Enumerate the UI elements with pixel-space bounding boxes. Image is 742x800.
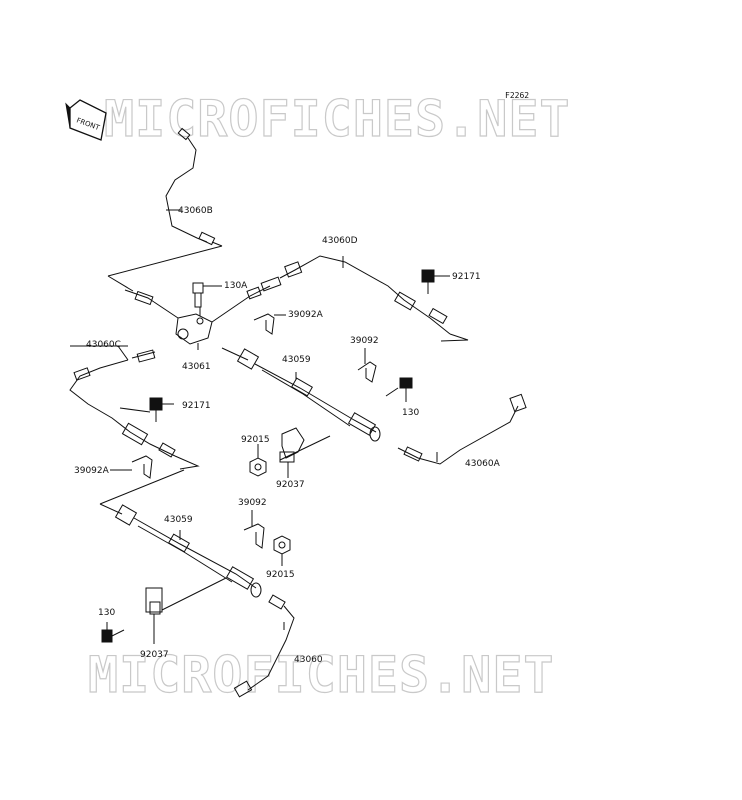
joint-43061: [124, 282, 222, 350]
front-arrow-icon: FRONT: [65, 99, 107, 141]
callout-39092-bottom: 39092: [238, 498, 267, 508]
clip-39092A-top: [253, 313, 286, 335]
clamp-92037-top: [279, 427, 305, 478]
callout-92015-bottom: 92015: [266, 570, 295, 580]
callout-92037-bottom: 92037: [140, 650, 169, 660]
bolt-130-right: [385, 377, 413, 402]
callout-92015-top: 92015: [241, 435, 270, 445]
callout-43059-bottom: 43059: [164, 515, 193, 525]
callout-39092A-top: 39092A: [288, 310, 323, 320]
clip-39092-top: [357, 348, 377, 383]
callout-43060D: 43060D: [322, 236, 358, 246]
callout-43060B: 43060B: [178, 206, 213, 216]
callout-43060: 43060: [294, 655, 323, 665]
callout-92037-top: 92037: [276, 480, 305, 490]
callout-92171-top: 92171: [452, 272, 481, 282]
callout-130-bottom: 130: [98, 608, 116, 618]
callout-39092A-left: 39092A: [74, 466, 109, 476]
callout-130A: 130A: [224, 281, 248, 291]
pipe-43059-top: [221, 347, 381, 442]
nut-92015-bottom: [273, 535, 291, 566]
clip-92171-left: [149, 397, 174, 422]
hose-43060B: [165, 127, 223, 247]
watermark-bottom: MICROFICHES.NET: [87, 645, 555, 704]
callout-43061: 43061: [182, 362, 211, 372]
figure-code: F2262: [505, 91, 530, 100]
callout-43059-top: 43059: [282, 355, 311, 365]
hose-43060D: [211, 255, 469, 342]
clamp-92037-bottom: [145, 587, 163, 644]
clip-39092-bottom: [243, 510, 265, 549]
clip-92171-top: [421, 269, 450, 294]
hose-43060A: [397, 393, 527, 465]
callout-43060A: 43060A: [465, 459, 500, 469]
callout-92171-left: 92171: [182, 401, 211, 411]
callout-43060C: 43060C: [86, 340, 121, 350]
callout-130-right: 130: [402, 408, 420, 418]
pipe-43059-bottom: [114, 504, 262, 598]
nut-92015-top: [249, 457, 267, 477]
callout-39092-top: 39092: [350, 336, 379, 346]
hose-43060: [233, 594, 295, 698]
watermark-top: MICROFICHES.NET: [103, 89, 571, 148]
bolt-130-bottom: [101, 622, 125, 643]
clip-39092A-left: [110, 455, 153, 479]
hose-43060C: [69, 345, 200, 470]
